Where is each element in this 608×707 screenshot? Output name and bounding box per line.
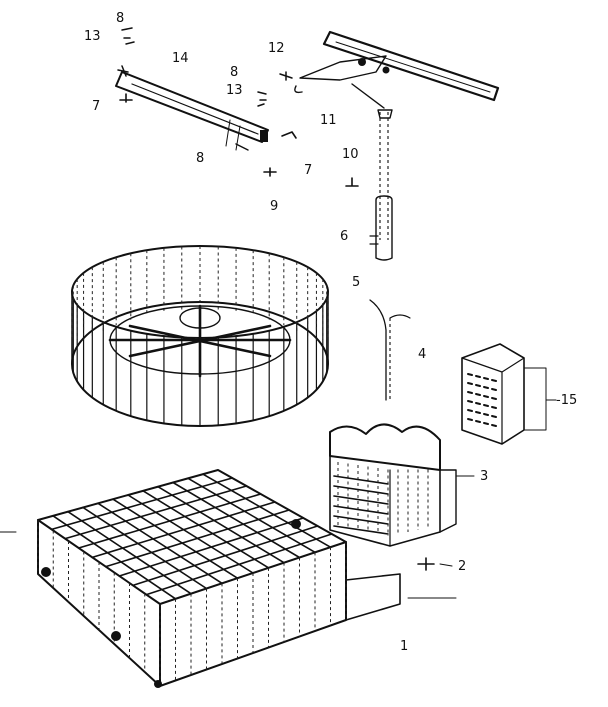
- wire: [82, 506, 208, 590]
- callout-12: 12: [268, 41, 285, 56]
- wire: [333, 515, 389, 525]
- callout-7: 7: [92, 99, 101, 114]
- callout-3: 3: [480, 469, 489, 484]
- wire: [112, 498, 239, 579]
- wire: [475, 375, 481, 378]
- wire: [483, 422, 489, 425]
- wire: [483, 386, 489, 389]
- wire: [118, 517, 305, 577]
- fasteners: [117, 27, 359, 187]
- wire: [333, 475, 389, 485]
- callout-13: 13: [226, 83, 243, 98]
- upper-rack-rail-right: [294, 30, 500, 109]
- callout-14: 14: [172, 51, 189, 66]
- wire: [475, 402, 481, 405]
- wire: [187, 477, 316, 554]
- wire: [467, 382, 473, 385]
- wire: [467, 418, 473, 421]
- wire: [172, 481, 301, 559]
- wire: [467, 373, 473, 376]
- wire: [491, 379, 497, 382]
- wire: [467, 409, 473, 412]
- wire: [67, 510, 192, 595]
- wire: [483, 377, 489, 380]
- wash-tube: [369, 299, 411, 401]
- callout-9: 9: [270, 199, 279, 214]
- upper-round-rack: [71, 245, 329, 427]
- wire: [64, 485, 248, 540]
- wire: [157, 485, 285, 564]
- wire: [475, 393, 481, 396]
- wire: [77, 493, 262, 549]
- wire: [475, 420, 481, 423]
- wire: [491, 415, 497, 418]
- wire: [491, 388, 497, 391]
- callout-8: 8: [230, 65, 239, 80]
- rack-clip: [417, 557, 435, 571]
- wire: [467, 400, 473, 403]
- wire: [50, 477, 234, 531]
- wire: [483, 395, 489, 398]
- callout-6: 6: [340, 229, 349, 244]
- wire: [333, 485, 389, 495]
- wire: [475, 384, 481, 387]
- wire: [467, 391, 473, 394]
- wire: [475, 411, 481, 414]
- lower-rack: [37, 469, 401, 688]
- wire: [104, 509, 290, 568]
- wire: [483, 404, 489, 407]
- silverware-basket: [329, 423, 457, 547]
- callout-13: 13: [84, 29, 101, 44]
- small-caddy: [461, 343, 547, 445]
- leader-lines: [0, 399, 557, 599]
- wire: [97, 502, 223, 585]
- wire: [127, 494, 254, 574]
- wire: [52, 515, 177, 600]
- wire: [132, 525, 319, 587]
- callout-8: 8: [116, 11, 125, 26]
- wire: [491, 406, 497, 409]
- callout-7: 7: [304, 163, 313, 178]
- wire: [333, 525, 389, 535]
- wire: [333, 505, 389, 515]
- wire: [202, 473, 332, 548]
- callout-2: 2: [458, 559, 467, 574]
- wire: [142, 490, 270, 569]
- callout-11: 11: [320, 113, 337, 128]
- callout-8: 8: [196, 151, 205, 166]
- callout-4: 4: [418, 347, 427, 362]
- callout-10: 10: [342, 147, 359, 162]
- wire: [145, 533, 333, 596]
- wire: [333, 495, 389, 505]
- callout-5: 5: [352, 275, 361, 290]
- upper-rack-rail-left: [115, 71, 269, 151]
- callout-15: -15: [556, 393, 578, 408]
- callout-1: 1: [400, 639, 409, 654]
- rack-post: [369, 109, 393, 261]
- wire: [483, 413, 489, 416]
- wire: [491, 424, 497, 427]
- wire: [91, 501, 276, 559]
- wire: [491, 397, 497, 400]
